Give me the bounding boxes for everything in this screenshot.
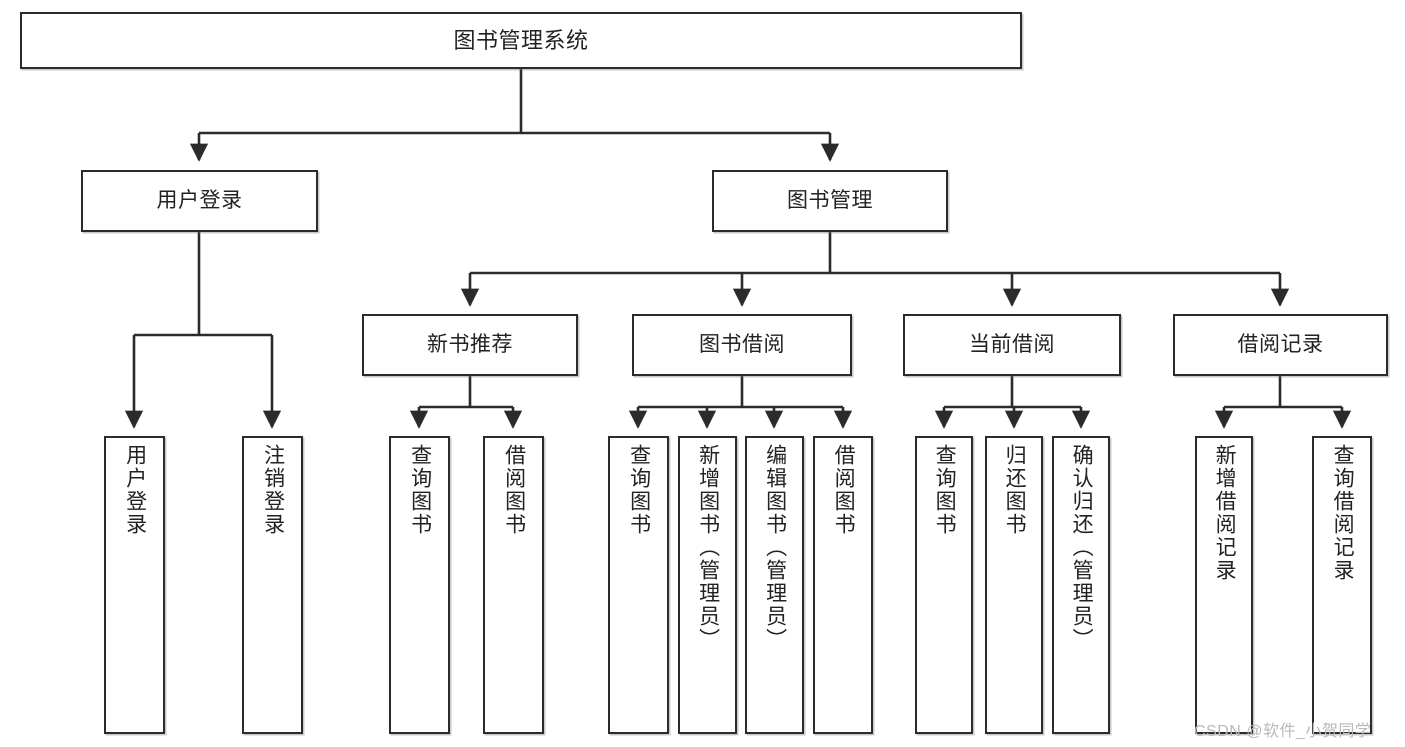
node-label: 新书推荐: [427, 332, 513, 356]
node-label: 用户登录: [123, 444, 147, 536]
leaf-book-borrow-query[interactable]: 查询图书: [608, 436, 669, 734]
node-label: 借阅图书: [832, 444, 856, 536]
node-new-book-recommend[interactable]: 新书推荐: [362, 314, 578, 376]
leaf-user-login-logout[interactable]: 注销登录: [242, 436, 303, 734]
leaf-user-login-login[interactable]: 用户登录: [104, 436, 165, 734]
leaf-new-book-query[interactable]: 查询图书: [389, 436, 450, 734]
node-label: 新增借阅记录: [1213, 444, 1237, 582]
node-label: 查询图书: [408, 444, 432, 536]
node-label: 注销登录: [261, 444, 285, 536]
node-label: 编辑图书（管理员）: [763, 444, 787, 651]
leaf-current-borrow-query[interactable]: 查询图书: [915, 436, 973, 734]
node-borrow-record[interactable]: 借阅记录: [1173, 314, 1388, 376]
node-label: 图书管理: [787, 188, 873, 212]
node-label: 查询图书: [933, 444, 957, 536]
node-current-borrow[interactable]: 当前借阅: [903, 314, 1121, 376]
node-book-borrow[interactable]: 图书借阅: [632, 314, 852, 376]
leaf-book-borrow-add[interactable]: 新增图书（管理员）: [678, 436, 737, 734]
node-label: 查询借阅记录: [1331, 444, 1355, 582]
node-label: 新增图书（管理员）: [696, 444, 720, 651]
leaf-new-book-borrow[interactable]: 借阅图书: [483, 436, 544, 734]
node-book-management[interactable]: 图书管理: [712, 170, 948, 232]
node-label: 图书借阅: [699, 332, 785, 356]
node-root-system[interactable]: 图书管理系统: [20, 12, 1022, 69]
node-label: 用户登录: [156, 188, 243, 212]
node-label: 当前借阅: [969, 332, 1055, 356]
node-label: 确认归还（管理员）: [1070, 444, 1094, 651]
leaf-current-borrow-return[interactable]: 归还图书: [985, 436, 1043, 734]
leaf-current-borrow-confirm-return[interactable]: 确认归还（管理员）: [1052, 436, 1110, 734]
leaf-borrow-record-query[interactable]: 查询借阅记录: [1312, 436, 1372, 734]
leaf-borrow-record-add[interactable]: 新增借阅记录: [1195, 436, 1253, 734]
leaf-book-borrow-edit[interactable]: 编辑图书（管理员）: [745, 436, 804, 734]
csdn-watermark: CSDN @软件_小贺同学: [1194, 723, 1372, 740]
node-label: 图书管理系统: [453, 27, 589, 53]
node-user-login[interactable]: 用户登录: [81, 170, 318, 232]
leaf-book-borrow-borrow[interactable]: 借阅图书: [813, 436, 873, 734]
node-label: 借阅图书: [502, 444, 526, 536]
node-label: 借阅记录: [1237, 332, 1324, 356]
node-label: 归还图书: [1003, 444, 1027, 536]
node-label: 查询图书: [627, 444, 651, 536]
